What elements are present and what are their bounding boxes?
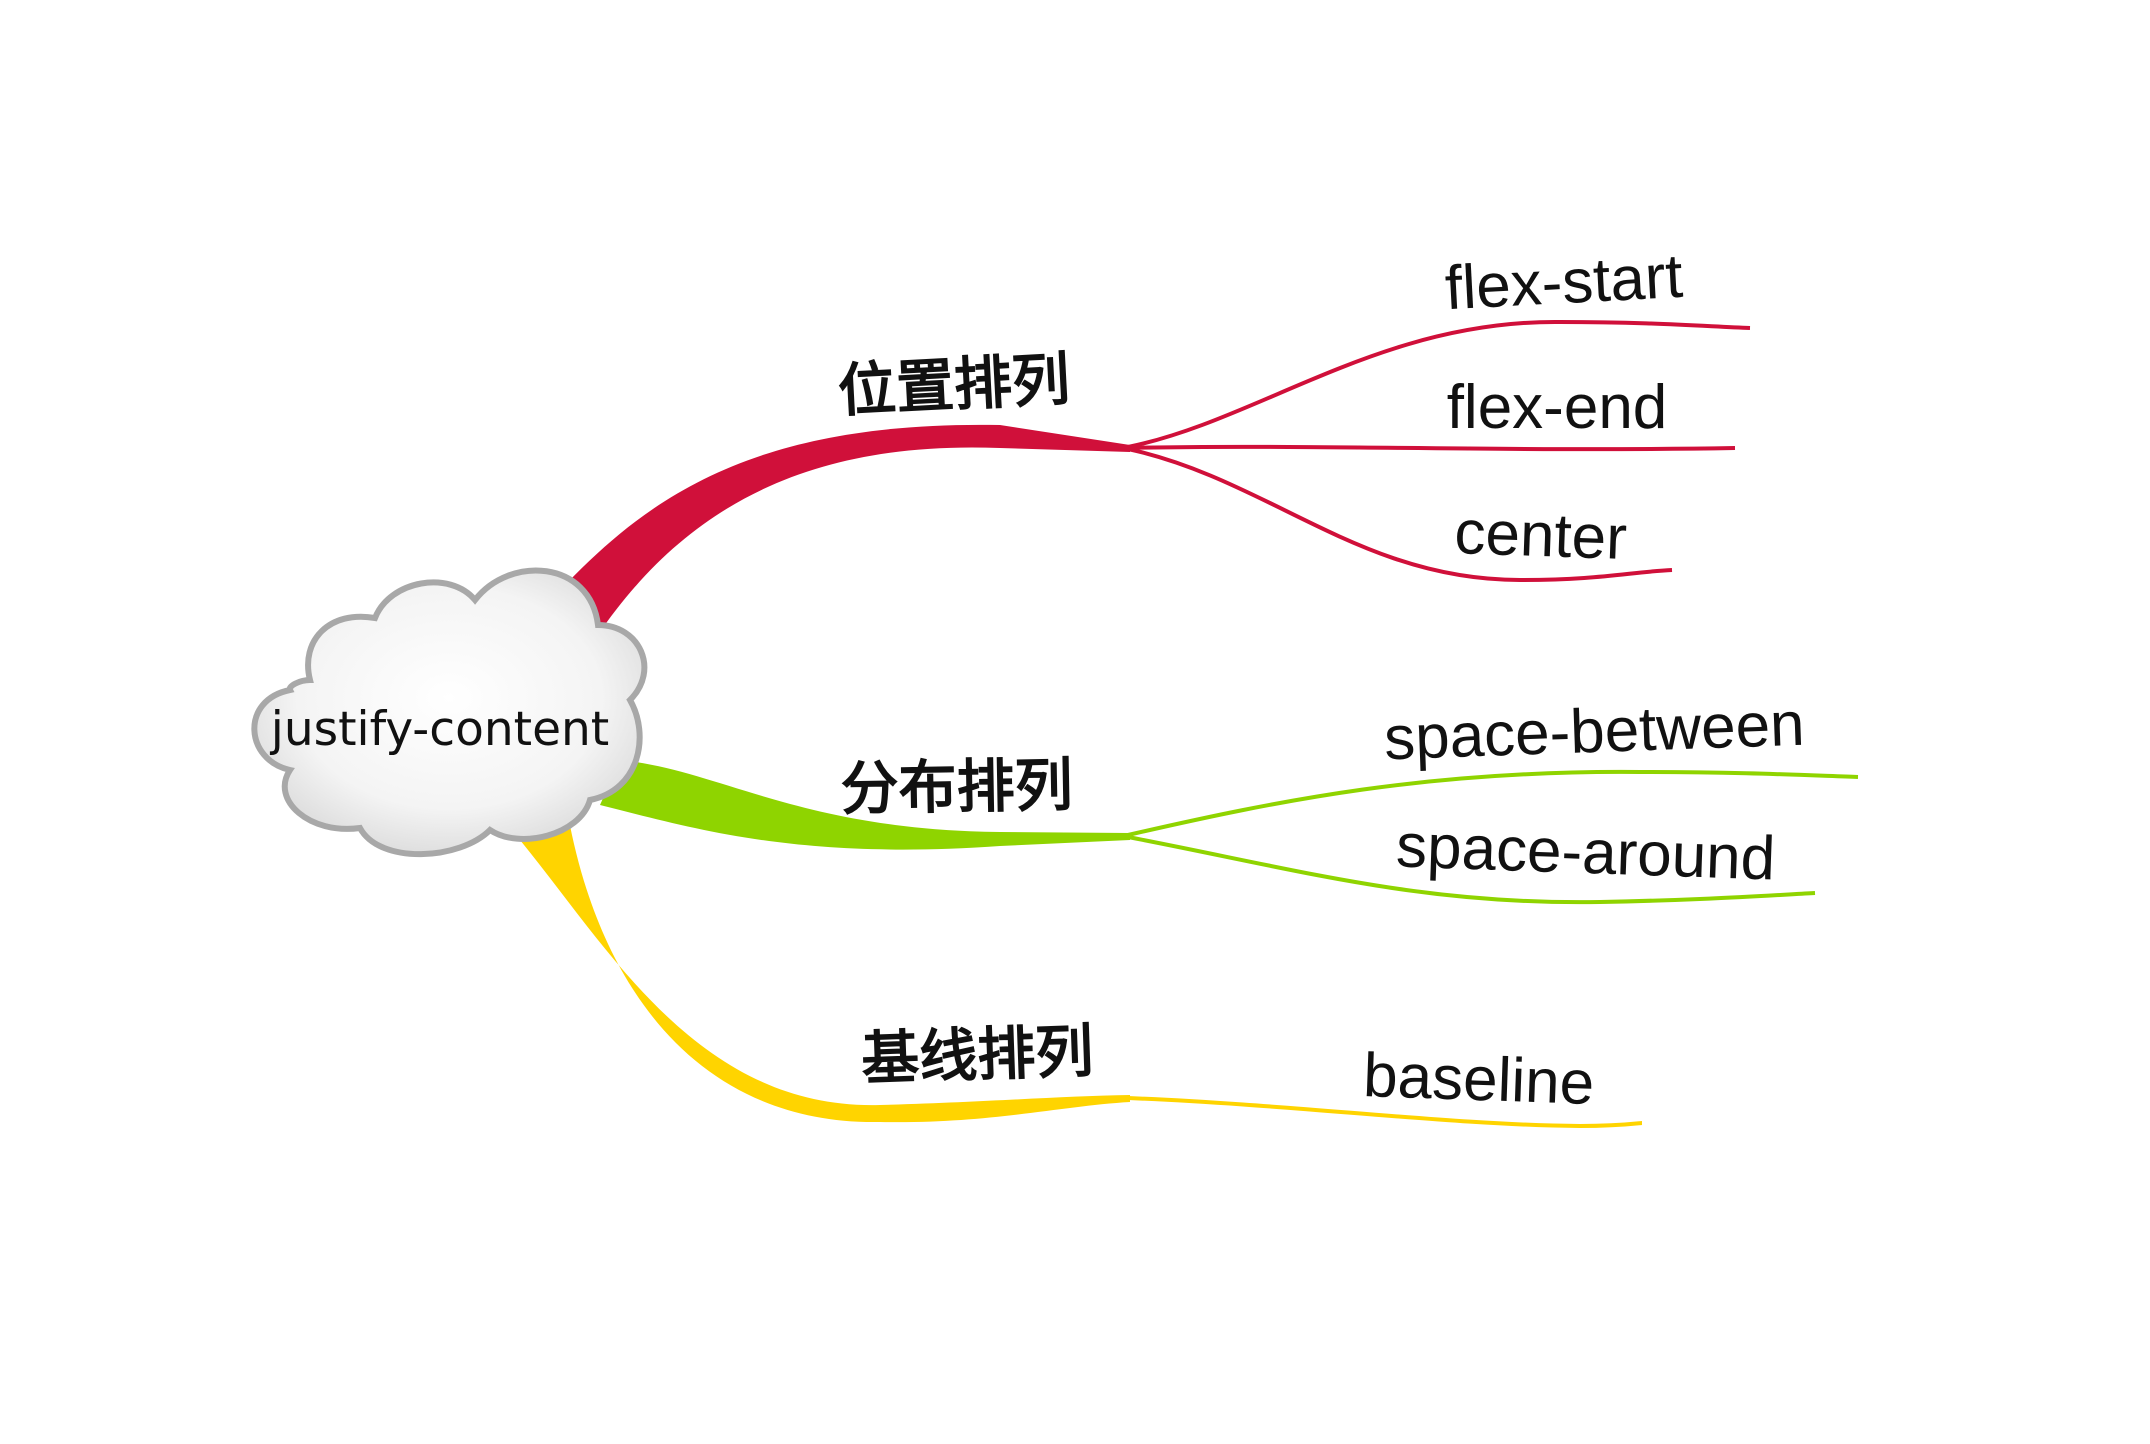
branch-distribution-trunk: [600, 760, 1130, 850]
leaf-label-space-around[interactable]: space-around: [1395, 811, 1776, 893]
leaf-label-flex-end[interactable]: flex-end: [1447, 373, 1668, 442]
branch-distribution: [600, 760, 1859, 905]
leaf-line-space-around: [1127, 835, 1816, 905]
leaf-line-space-between: [1127, 769, 1859, 837]
cloud-shape: [251, 567, 648, 858]
leaf-line-flex-end: [1127, 444, 1736, 452]
root-label: justify-content: [270, 702, 609, 757]
branch-label-distribution: 分布排列: [840, 751, 1073, 823]
leaf-line-baseline: [1127, 1096, 1643, 1129]
branch-label-baseline: 基线排列: [860, 1017, 1094, 1093]
leaf-label-flex-start[interactable]: flex-start: [1443, 242, 1684, 323]
leaf-label-baseline[interactable]: baseline: [1362, 1041, 1595, 1118]
root-node[interactable]: justify-content: [251, 567, 648, 858]
leaf-label-space-between[interactable]: space-between: [1383, 690, 1806, 774]
leaf-label-center[interactable]: center: [1453, 498, 1628, 573]
leaf-line-flex-start: [1127, 319, 1751, 449]
branch-label-position: 位置排列: [836, 345, 1071, 425]
branch-baseline: [520, 815, 1643, 1129]
leaf-line-center: [1127, 447, 1673, 583]
